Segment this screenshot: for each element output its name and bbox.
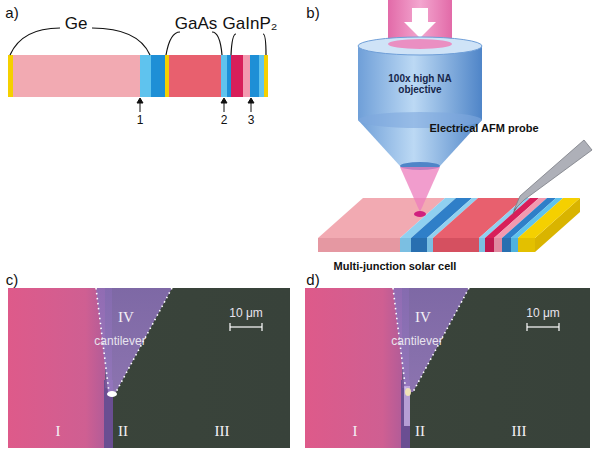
region-label: IV xyxy=(118,309,134,326)
region-label: III xyxy=(512,423,527,440)
bracket-arc xyxy=(212,32,222,55)
region-iii xyxy=(8,288,290,448)
slab-front xyxy=(518,238,535,252)
material-name: GaInP₂ xyxy=(223,15,278,34)
bracket-arc xyxy=(263,34,266,55)
contact-layer xyxy=(8,55,13,97)
material-name: Ge xyxy=(65,15,88,34)
panel-letter: a) xyxy=(5,5,18,22)
focus-spot xyxy=(414,211,426,217)
scale-tick xyxy=(261,323,262,331)
bracket-arc xyxy=(166,32,180,55)
illuminated-stripe xyxy=(404,386,410,426)
region-i xyxy=(8,288,105,448)
objective-body xyxy=(358,46,482,120)
focused-beam xyxy=(400,167,440,212)
tunnel-layer xyxy=(151,55,165,97)
region-label: II xyxy=(118,423,128,440)
window-layer xyxy=(250,55,259,97)
slab-front xyxy=(411,238,427,252)
callout-number: 1 xyxy=(137,114,144,127)
scale-tick xyxy=(558,323,559,331)
scale-tick xyxy=(229,323,230,331)
window-layer xyxy=(259,55,264,97)
afm-probe xyxy=(512,140,592,216)
slab-front xyxy=(511,238,518,252)
region-label: III xyxy=(215,423,230,440)
micrograph xyxy=(305,288,590,448)
cantilever-label: cantilever xyxy=(94,335,145,348)
region-label: IV xyxy=(415,309,431,326)
slab-front xyxy=(433,238,479,252)
solar-cell-slab xyxy=(318,198,580,252)
region-i xyxy=(305,288,402,448)
objective-top xyxy=(358,37,482,55)
scale-label: 10 μm xyxy=(229,307,263,320)
slab-front xyxy=(479,238,485,252)
beam-spot xyxy=(388,39,452,49)
ge-layer xyxy=(13,55,140,97)
probe-tip xyxy=(512,206,518,216)
bracket-arc xyxy=(231,34,236,55)
arrow-head xyxy=(221,98,227,103)
slab-front xyxy=(502,238,511,252)
region-label: I xyxy=(56,423,61,440)
objective-lens xyxy=(358,0,482,217)
material-name: GaAs xyxy=(175,15,218,34)
slab-front xyxy=(427,238,433,252)
callout-number: 2 xyxy=(221,114,228,127)
slab-front xyxy=(318,238,400,252)
region-label: I xyxy=(353,423,358,440)
objective-label: 100x high NA objective xyxy=(384,73,456,96)
beam-arrow xyxy=(404,8,436,38)
callout-number: 3 xyxy=(248,114,255,127)
bracket-arc xyxy=(92,28,150,55)
scale-label: 10 μm xyxy=(526,307,560,320)
buffer-layer xyxy=(221,55,227,97)
slab-front xyxy=(485,238,494,252)
cantilever-label: cantilever xyxy=(391,335,442,348)
arrow-head xyxy=(137,98,143,103)
layer-stack xyxy=(8,55,268,97)
panel-letter: c) xyxy=(6,272,19,289)
slab-front xyxy=(400,238,411,252)
gaas-layer xyxy=(169,55,221,97)
gainp-layer xyxy=(231,55,243,97)
gainp-layer xyxy=(243,55,250,97)
slab-front xyxy=(494,238,502,252)
buffer-layer xyxy=(140,55,151,97)
laser-spot xyxy=(405,388,411,396)
contact-layer xyxy=(264,55,268,97)
device-label: Multi-junction solar cell xyxy=(334,260,457,272)
bracket-arc xyxy=(10,28,60,55)
scale-bar xyxy=(230,326,262,327)
region-iii xyxy=(305,288,590,448)
region-ii xyxy=(401,380,410,448)
tunnel-layer xyxy=(227,55,231,97)
region-label: II xyxy=(415,423,425,440)
scale-tick xyxy=(526,323,527,331)
junction-marker xyxy=(137,98,254,112)
probe-label: Electrical AFM probe xyxy=(429,122,538,134)
contact-layer xyxy=(165,55,169,97)
probe-cantilever xyxy=(514,140,592,210)
arrow-head xyxy=(248,98,254,103)
panel-letter: d) xyxy=(306,272,319,289)
slab-stripe xyxy=(518,198,580,238)
panel-letter: b) xyxy=(306,5,319,22)
objective-label-box: 100x high NA objective xyxy=(384,56,456,112)
scale-bar xyxy=(527,326,559,327)
laser-spot xyxy=(107,391,117,397)
micrograph xyxy=(8,288,290,448)
